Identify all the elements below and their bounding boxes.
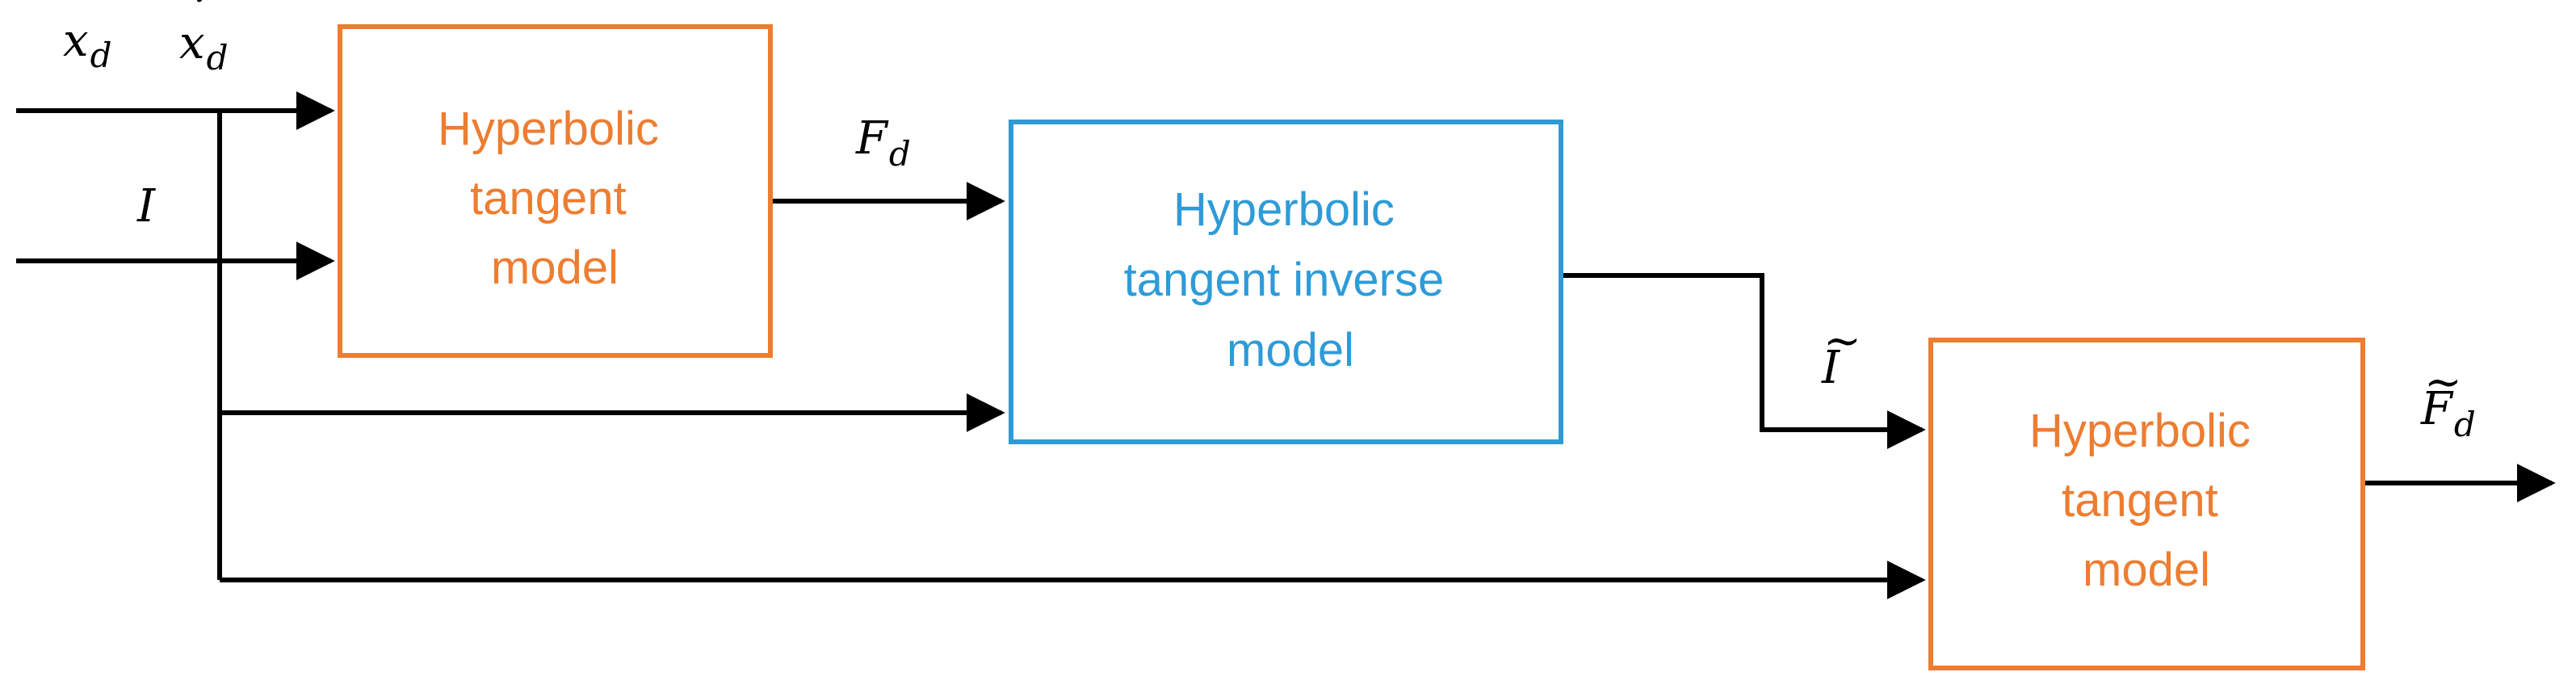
label-line-2: tangent inverse: [1124, 254, 1445, 306]
signal-label-force-desired: Fd: [855, 112, 911, 174]
signal-labels: xd xd ˙ I Fd I ~ Fd ~: [63, 0, 2476, 444]
x-dot-d-subscript: d: [207, 38, 229, 78]
signal-label-x-d: xd: [63, 15, 111, 75]
block-border: [1009, 120, 1563, 444]
signal-label-current-estimate: I: [1821, 342, 1841, 394]
label-line-3: model: [2083, 544, 2210, 596]
block-label: Hyperbolic tangent model: [2029, 405, 2263, 596]
force-estimate-subscript: d: [2454, 405, 2476, 444]
current-estimate-tilde: ~: [1823, 315, 1861, 368]
label-line-2: tangent: [470, 172, 627, 225]
force-estimate-base: F: [2420, 383, 2454, 435]
force-desired-subscript: d: [889, 134, 911, 174]
label-line-3: model: [1227, 324, 1354, 376]
label-line-1: Hyperbolic: [2029, 405, 2251, 457]
block-label: Hyperbolic tangent inverse model: [1124, 183, 1458, 376]
wire-current-estimate: [1561, 273, 1926, 449]
force-desired-base: F: [855, 112, 889, 165]
x-dot-d-base: x: [179, 17, 205, 69]
label-line-1: Hyperbolic: [1173, 183, 1395, 236]
block-label: Hyperbolic tangent model: [438, 103, 672, 294]
x-d-base: x: [63, 15, 89, 67]
x-d-subscript: d: [90, 36, 112, 75]
block-border: [1928, 338, 2365, 670]
signal-wires: [16, 91, 2556, 599]
hyperbolic-tangent-model-block-2: Hyperbolic tangent model: [1928, 338, 2365, 670]
block-border: [338, 24, 773, 358]
label-line-3: model: [491, 242, 619, 294]
x-dot-d-dot-accent: ˙: [184, 0, 207, 43]
hyperbolic-tangent-inverse-model-block: Hyperbolic tangent inverse model: [1009, 120, 1563, 444]
label-line-1: Hyperbolic: [438, 103, 659, 155]
hyperbolic-tangent-model-block-1: Hyperbolic tangent model: [338, 24, 773, 358]
signal-label-force-estimate: Fd: [2420, 383, 2476, 444]
force-estimate-tilde: ~: [2424, 356, 2462, 409]
signal-label-current: I: [136, 180, 157, 233]
signal-label-x-dot-d: xd: [179, 17, 228, 78]
label-line-2: tangent: [2062, 474, 2218, 527]
